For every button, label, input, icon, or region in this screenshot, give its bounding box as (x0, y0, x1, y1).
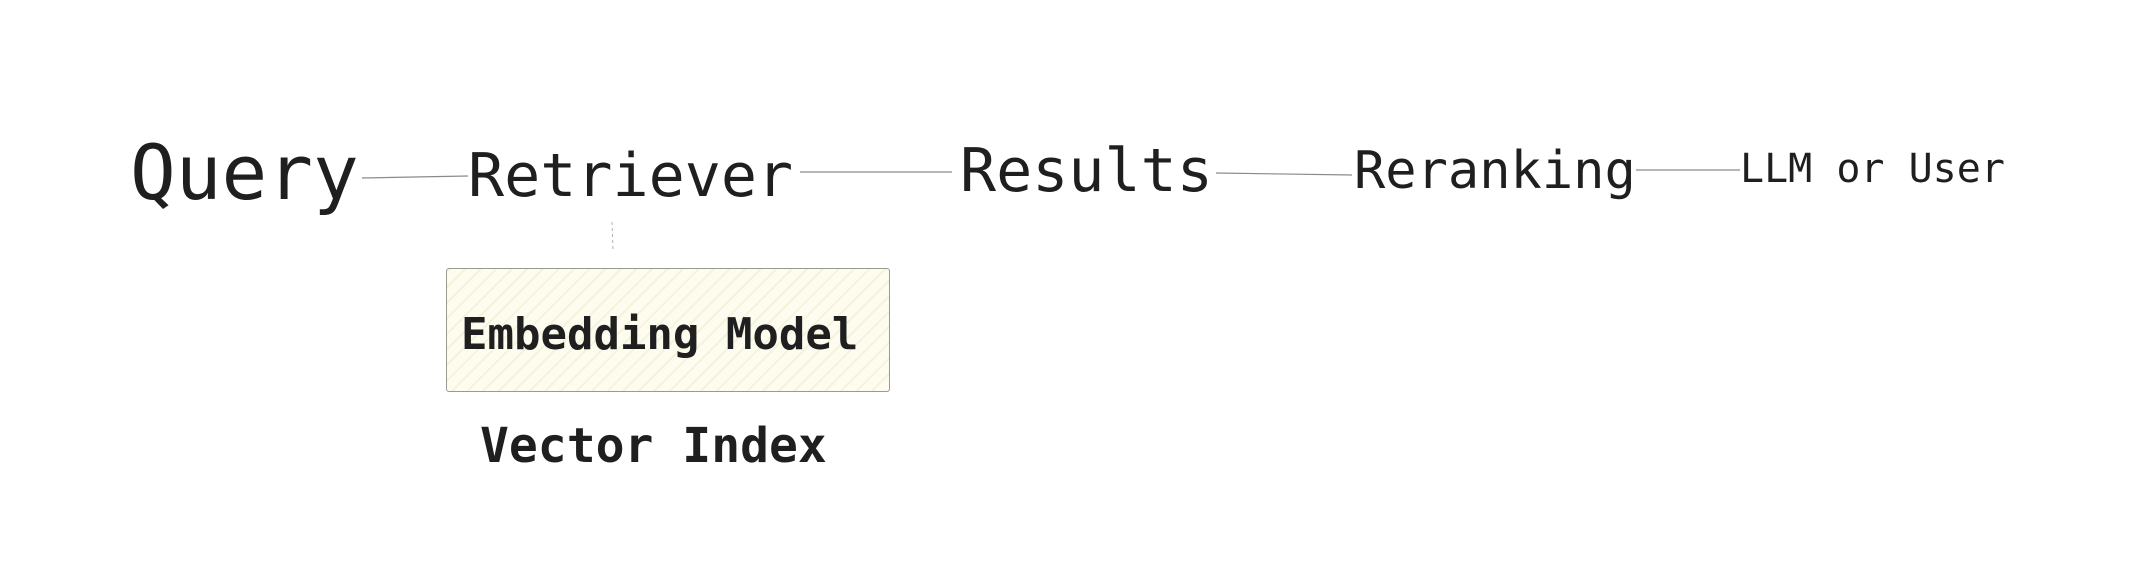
edge-query-retriever (361, 175, 469, 179)
node-embedding-model-label: Embedding Model (461, 309, 859, 360)
node-embedding-model-box: Embedding Model (446, 268, 890, 392)
node-retriever: Retriever (468, 141, 794, 211)
node-vector-index: Vector Index (480, 418, 827, 474)
node-llm-or-user: LLM or User (1740, 146, 2005, 192)
node-results: Results (960, 136, 1213, 206)
edge-retriever-embedding (611, 221, 614, 251)
node-query: Query (130, 128, 359, 217)
edge-results-reranking (1215, 172, 1353, 176)
node-reranking: Reranking (1354, 141, 1636, 201)
